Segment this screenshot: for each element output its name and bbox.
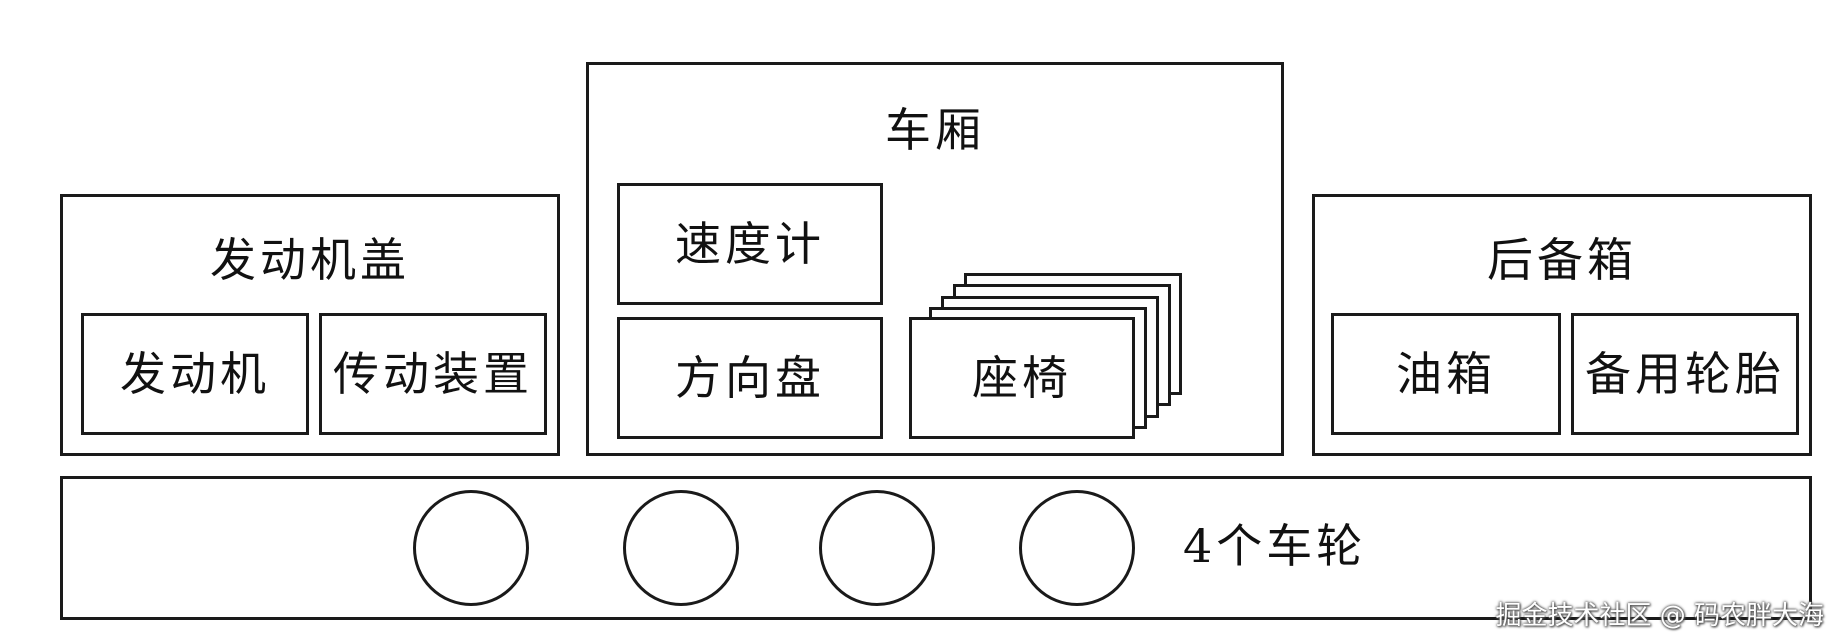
transmission-label: 传动装置 bbox=[333, 347, 533, 401]
spare-tire-label: 备用轮胎 bbox=[1585, 347, 1785, 401]
steering-wheel-box: 方向盘 bbox=[617, 317, 883, 439]
spare-tire-box: 备用轮胎 bbox=[1571, 313, 1799, 435]
trunk-title: 后备箱 bbox=[1487, 233, 1637, 287]
hood-title: 发动机盖 bbox=[210, 233, 410, 287]
watermark: 掘金技术社区 @ 码农胖大海 bbox=[1495, 601, 1824, 631]
wheel-4 bbox=[1019, 490, 1135, 606]
wheels-label: 4个车轮 bbox=[1183, 519, 1367, 573]
trunk-box: 后备箱 油箱 备用轮胎 bbox=[1312, 194, 1812, 456]
speedometer-label: 速度计 bbox=[675, 217, 825, 271]
seats-box: 座椅 bbox=[909, 317, 1135, 439]
cabin-box: 车厢 速度计 方向盘 座椅 bbox=[586, 62, 1284, 456]
speedometer-box: 速度计 bbox=[617, 183, 883, 305]
transmission-box: 传动装置 bbox=[319, 313, 547, 435]
wheel-1 bbox=[413, 490, 529, 606]
engine-label: 发动机 bbox=[120, 347, 270, 401]
fuel-tank-box: 油箱 bbox=[1331, 313, 1561, 435]
hood-box: 发动机盖 发动机 传动装置 bbox=[60, 194, 560, 456]
seats-label: 座椅 bbox=[972, 351, 1072, 405]
wheel-2 bbox=[623, 490, 739, 606]
chassis-box: 4个车轮 bbox=[60, 476, 1812, 620]
fuel-tank-label: 油箱 bbox=[1396, 347, 1496, 401]
steering-wheel-label: 方向盘 bbox=[675, 351, 825, 405]
wheel-3 bbox=[819, 490, 935, 606]
engine-box: 发动机 bbox=[81, 313, 309, 435]
cabin-title: 车厢 bbox=[885, 103, 985, 157]
